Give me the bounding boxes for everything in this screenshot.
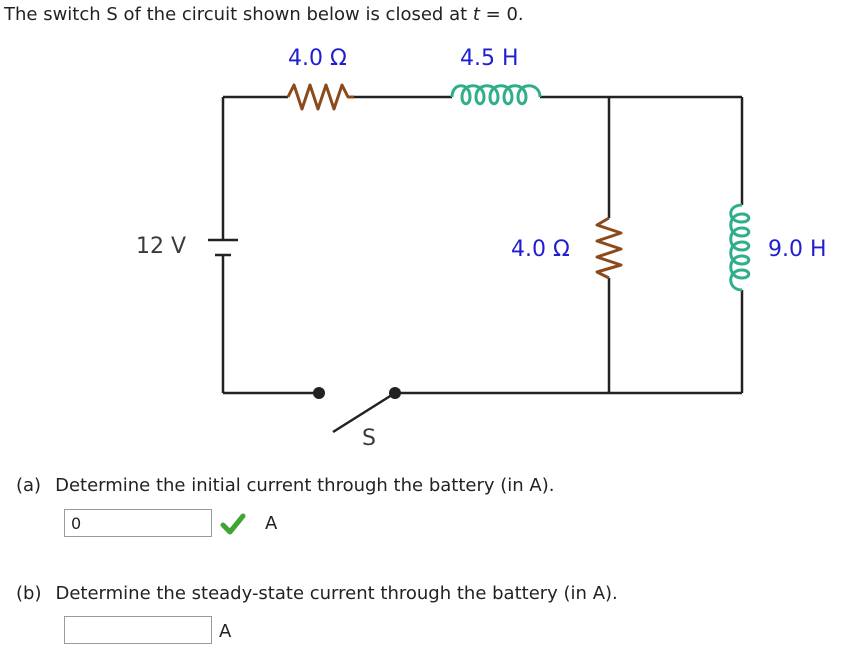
resistor-top-label: 4.0 Ω xyxy=(288,46,347,71)
answer-b-input[interactable] xyxy=(64,616,212,644)
inductor-top xyxy=(450,84,542,106)
inductor-top-label: 4.5 H xyxy=(460,46,519,71)
time-variable: t xyxy=(472,4,480,25)
circuit-wires xyxy=(221,95,744,395)
inductor-right-label: 9.0 H xyxy=(768,237,827,262)
question-a-text: Determine the initial current through th… xyxy=(55,475,555,496)
battery-label: 12 V xyxy=(136,234,187,259)
resistor-top xyxy=(286,83,354,111)
battery-symbol xyxy=(208,238,238,257)
inductor-right xyxy=(729,203,751,292)
resistor-middle xyxy=(595,216,623,280)
correct-check-icon xyxy=(220,513,246,535)
question-b: (b) Determine the steady-state current th… xyxy=(16,583,618,604)
question-a: (a) Determine the initial current through… xyxy=(16,475,554,496)
answer-a-unit: A xyxy=(265,513,278,534)
problem-text: The switch S of the circuit shown below … xyxy=(4,4,473,25)
switch-label: S xyxy=(362,426,376,451)
switch-symbol xyxy=(313,387,401,434)
circuit-diagram xyxy=(208,83,751,434)
answer-b-unit: A xyxy=(219,621,232,642)
resistor-middle-label: 4.0 Ω xyxy=(511,237,570,262)
question-b-text: Determine the steady-state current throu… xyxy=(55,583,618,604)
question-a-label: (a) xyxy=(16,475,42,496)
answer-a-input[interactable] xyxy=(64,509,212,537)
question-b-label: (b) xyxy=(16,583,42,604)
problem-statement: The switch S of the circuit shown below … xyxy=(4,4,524,25)
problem-text-end: = 0. xyxy=(479,4,524,25)
